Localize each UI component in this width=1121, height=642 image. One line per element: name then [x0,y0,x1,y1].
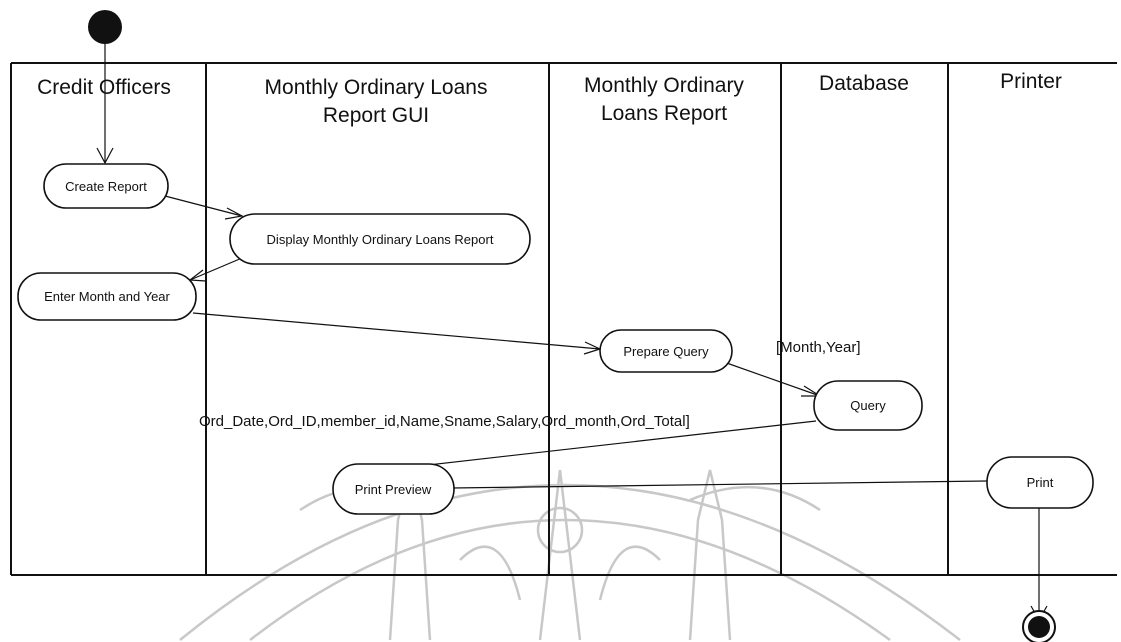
edge-start-to-create [96,32,114,165]
action-prepare-query: Prepare Query [599,329,733,373]
lane-title-report-gui: Monthly Ordinary Loans [265,76,488,99]
lane-title-printer: Printer [1000,70,1062,93]
initial-node [88,10,122,44]
lane-title-database: Database [819,72,909,95]
guard-month-year: [Month,Year] [776,339,861,356]
watermark-seal [179,469,961,642]
lane-title-report-gui-line2: Report GUI [323,104,429,127]
svg-text:Print Preview: Print Preview [355,482,432,497]
edge-print-to-end [1030,508,1048,622]
lane-title-loans-report: Monthly Ordinary [584,74,744,97]
action-query: Query [813,380,923,431]
edge-prepare-to-query [720,360,823,397]
svg-text:Print: Print [1027,475,1054,490]
final-node [1022,610,1056,642]
svg-text:Query: Query [850,398,886,413]
edge-create-to-display [164,195,244,220]
edge-enter-to-prepare [192,312,602,355]
svg-text:Enter Month and Year: Enter Month and Year [44,289,170,304]
svg-text:Create Report: Create Report [65,179,147,194]
guard-result-fields: Ord_Date,Ord_ID,member_id,Name,Sname,Sal… [199,413,690,430]
action-display-report: Display Monthly Ordinary Loans Report [229,213,531,265]
svg-text:Display Monthly Ordinary Loans: Display Monthly Ordinary Loans Report [267,232,494,247]
swimlane-frame [10,62,1117,576]
lane-title-credit-officers: Credit Officers [37,76,171,99]
action-create-report: Create Report [43,163,169,209]
lane-title-loans-report-line2: Loans Report [601,102,727,125]
action-print-preview: Print Preview [332,463,455,515]
action-enter-month-year: Enter Month and Year [17,272,197,321]
action-print: Print [986,456,1094,509]
edge-print-preview-to-print [451,480,988,489]
svg-text:Prepare Query: Prepare Query [623,344,709,359]
edge-display-to-enter [188,257,243,282]
